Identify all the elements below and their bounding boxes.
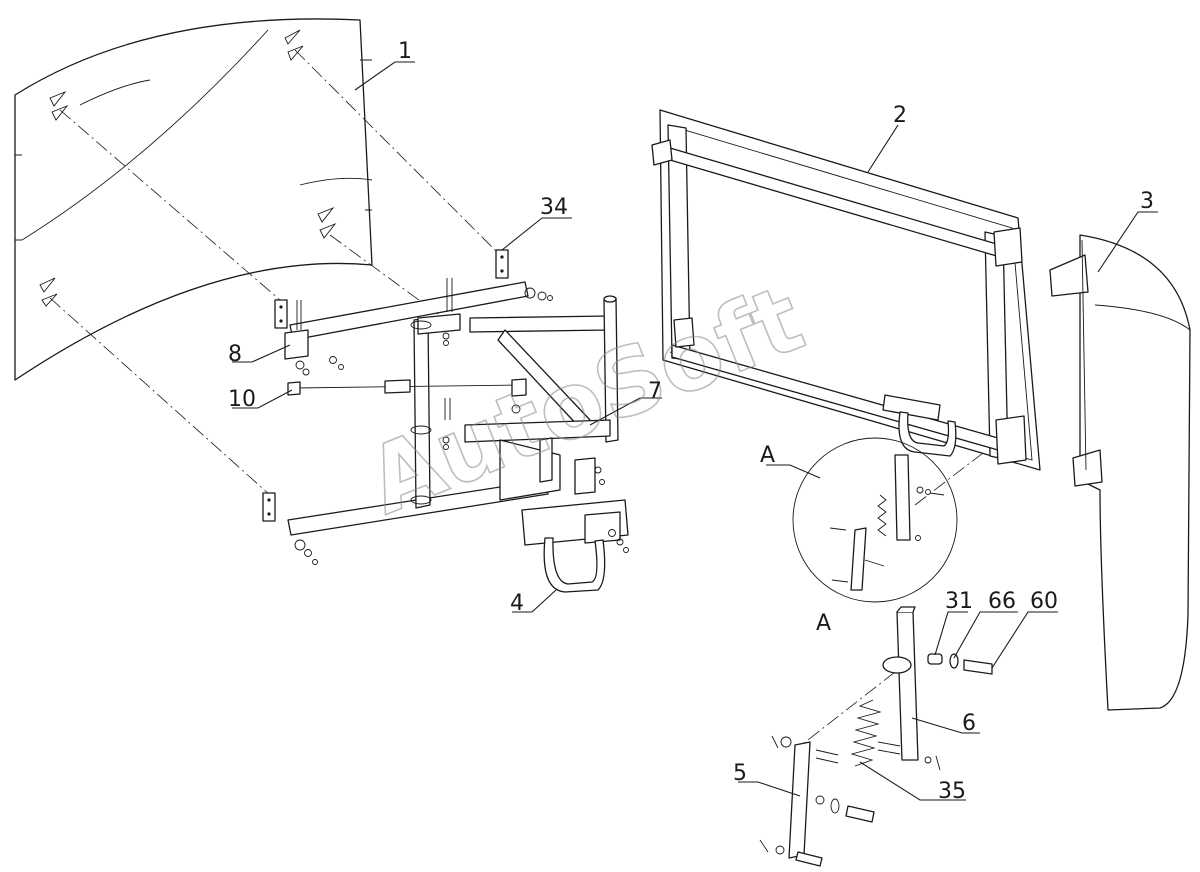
callout-7: 7 <box>648 379 662 404</box>
callout-4: 4 <box>510 591 524 616</box>
latch-assembly-part-4 <box>521 499 629 593</box>
alignment-lines <box>49 49 1001 751</box>
support-frame-assembly <box>284 278 619 565</box>
spring-mechanism <box>759 606 993 867</box>
front-panel-part-1 <box>14 18 373 381</box>
callout-60: 60 <box>1030 589 1058 614</box>
callout-10: 10 <box>228 387 256 412</box>
callout-34: 34 <box>540 195 568 220</box>
detail-view-a <box>792 437 958 603</box>
callout-35: 35 <box>938 779 966 804</box>
mounting-plates-part-34 <box>262 249 509 522</box>
callout-1: 1 <box>398 39 412 64</box>
callout-labels: 1 2 3 4 5 6 7 8 10 31 34 35 60 66 A A <box>228 39 1154 804</box>
leader-lines <box>232 61 1158 801</box>
callout-66: 66 <box>988 589 1016 614</box>
side-panel-part-3 <box>1049 234 1191 711</box>
detail-view-label-a: A <box>760 443 775 468</box>
detail-section-label-a: A <box>816 611 831 636</box>
callout-31: 31 <box>945 589 973 614</box>
callout-5: 5 <box>733 761 747 786</box>
callout-3: 3 <box>1140 189 1154 214</box>
callout-8: 8 <box>228 342 242 367</box>
callout-6: 6 <box>962 711 976 736</box>
frame-panel-part-2 <box>651 109 1041 471</box>
callout-2: 2 <box>893 103 907 128</box>
